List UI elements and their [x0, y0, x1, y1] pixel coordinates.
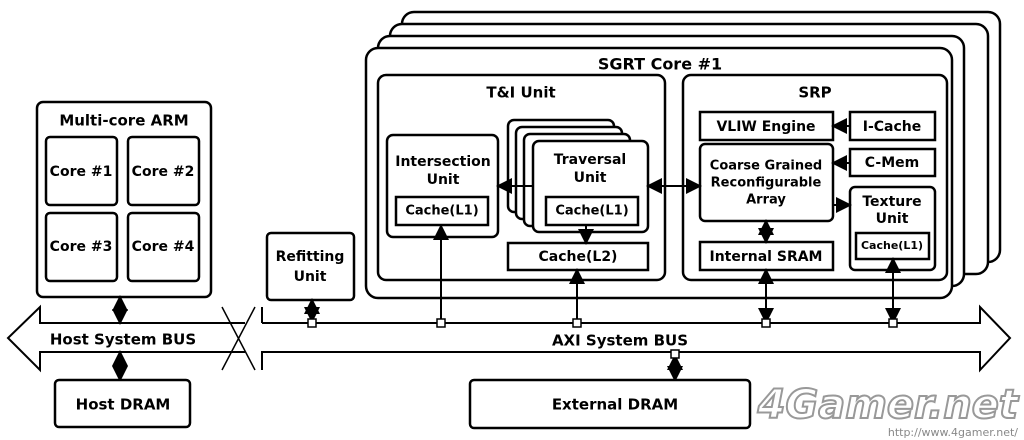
core-2-label: Core #2 — [132, 164, 195, 180]
core-3 — [44, 211, 119, 283]
axi-bus-label: AXI System BUS — [552, 332, 688, 350]
i-cache — [848, 110, 937, 142]
intersection-label-1: Intersection — [395, 154, 490, 170]
srp-title: SRP — [798, 84, 831, 102]
core-1-label: Core #1 — [50, 164, 113, 180]
traversal-label-1: Traversal — [554, 152, 626, 168]
cgra-label-1: Coarse Grained — [710, 159, 822, 174]
multi-core-arm: Multi-core ARM Core #1 Core #2 Core #3 C… — [35, 100, 213, 299]
refitting-label-1: Refitting — [276, 249, 345, 265]
traversal-label-2: Unit — [574, 170, 607, 186]
sgrt-core-stack: SGRT Core #1 T&I Unit Intersection Unit … — [364, 10, 1002, 300]
traversal-cache-l1 — [544, 195, 640, 227]
ti-title: T&I Unit — [486, 84, 555, 102]
traversal-cache-label: Cache(L1) — [555, 204, 628, 219]
sgrt-title: SGRT Core #1 — [598, 55, 722, 74]
bus-connections — [112, 224, 901, 382]
core-1 — [44, 135, 119, 207]
core-4-label: Core #4 — [132, 239, 195, 255]
host-dram: Host DRAM — [53, 378, 192, 429]
intersection-label-2: Unit — [427, 172, 460, 188]
external-dram: External DRAM — [468, 378, 752, 430]
c-mem-label: C-Mem — [865, 155, 919, 171]
host-system-bus: Host System BUS — [6, 304, 256, 373]
cache-l2-label: Cache(L2) — [539, 249, 618, 265]
core-2 — [126, 135, 201, 207]
core-3-label: Core #3 — [50, 239, 113, 255]
texture-label-1: Texture — [862, 194, 921, 210]
watermark: 4Gamer.net http://www.4gamer.net/ — [756, 381, 1021, 439]
intersection-cache-label: Cache(L1) — [405, 204, 478, 219]
i-cache-label: I-Cache — [863, 119, 922, 135]
refitting-label-2: Unit — [294, 269, 327, 285]
internal-connections — [496, 118, 852, 245]
texture-cache-label: Cache(L1) — [861, 239, 923, 252]
cgra-label-2: Reconfigurable — [711, 176, 822, 191]
host-dram-label: Host DRAM — [76, 396, 171, 414]
sram-label: Internal SRAM — [710, 249, 823, 265]
texture-label-2: Unit — [876, 211, 909, 227]
core-4 — [126, 211, 201, 283]
arm-title: Multi-core ARM — [59, 112, 188, 130]
external-dram-label: External DRAM — [552, 396, 678, 414]
host-bus-label: Host System BUS — [50, 331, 196, 349]
axi-system-bus: AXI System BUS — [261, 304, 1012, 373]
refitting-unit: Refitting Unit — [265, 231, 356, 302]
watermark-url: http://www.4gamer.net/ — [888, 426, 1018, 439]
vliw-engine — [698, 110, 835, 142]
vliw-label: VLIW Engine — [716, 119, 815, 135]
watermark-logo: 4Gamer.net — [757, 382, 1020, 428]
c-mem — [848, 147, 937, 178]
cgra-label-3: Array — [746, 193, 786, 208]
